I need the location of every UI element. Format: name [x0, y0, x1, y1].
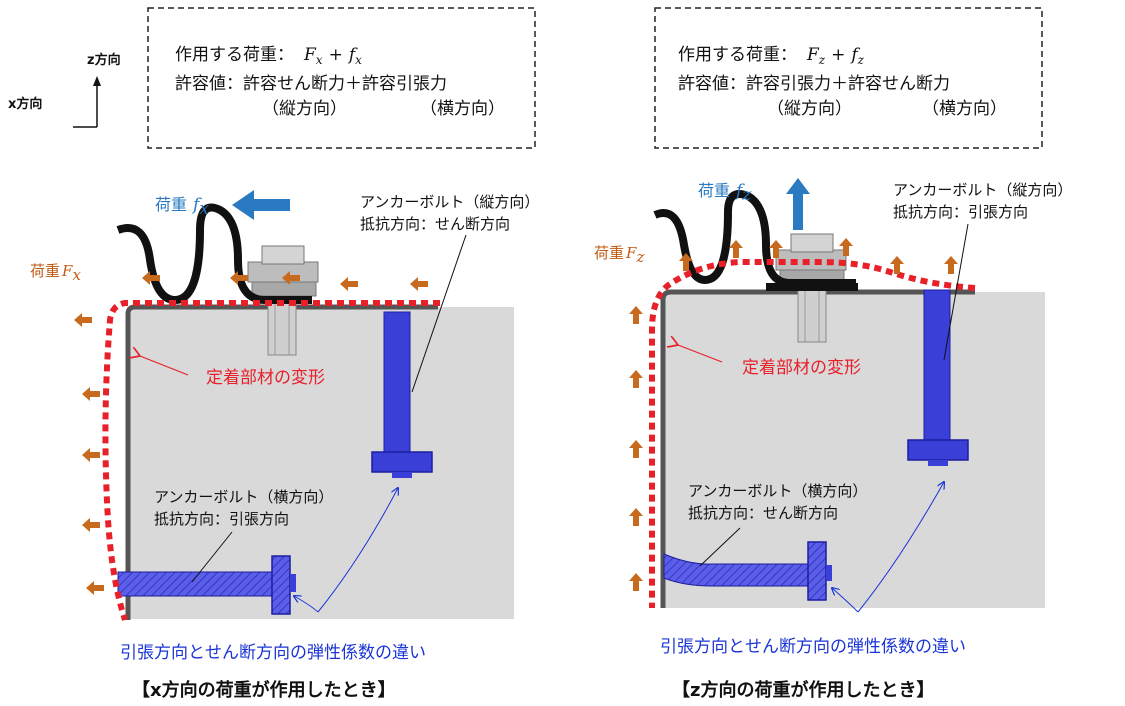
left-info-box: [147, 7, 536, 149]
left-panel: 作用する荷重： Fx+fx 許容値：許容せん断力＋許容引張力 （縦方向） （横方…: [30, 7, 539, 701]
right-vertical-note: （縦方向）: [767, 99, 852, 119]
left-angle-plate: [125, 304, 438, 620]
left-deformation-label: 定着部材の変形: [206, 368, 325, 388]
left-concrete-block: [128, 307, 514, 619]
anchor-bolt-icon: [907, 289, 969, 466]
leader-arrow-icon: [140, 356, 189, 376]
anchor-bolt-icon: [371, 311, 433, 478]
right-load-line: 作用する荷重：: [678, 45, 797, 65]
anchor-bolt-icon: [117, 555, 296, 615]
left-bolt-vertical-resist: 抵抗方向：せん断方向: [360, 215, 510, 233]
right-concrete-block: [663, 292, 1045, 608]
right-bolt-vertical-resist: 抵抗方向：引張方向: [893, 203, 1028, 221]
wavy-cable-icon: [653, 190, 856, 287]
left-bolt-vertical-title: アンカーボルト（縦方向）: [360, 193, 539, 211]
dashed-deformation-line-icon: [102, 300, 440, 621]
right-load-expression: Fz+fz: [806, 45, 865, 67]
left-load-line: 作用する荷重：: [175, 45, 294, 65]
load-arrow-icon: [232, 190, 290, 220]
leader-arrow-icon: [857, 482, 944, 613]
right-deformation-label: 定着部材の変形: [742, 358, 861, 378]
leader-arrow-icon: [678, 345, 723, 363]
leader-arrow-icon: [317, 488, 398, 613]
right-panel: 作用する荷重： Fz+fz 許容値：許容引張力＋許容せん断力 （縦方向） （横方…: [594, 7, 1072, 701]
right-allowable-line: 許容値：許容引張力＋許容せん断力: [678, 74, 950, 94]
axis-z-label: z方向: [87, 52, 121, 68]
right-bolt-horizontal-title: アンカーボルト（横方向）: [688, 482, 867, 500]
left-vertical-leader: [411, 234, 467, 393]
right-horizontal-leader: [699, 527, 741, 567]
wavy-cable-icon: [116, 203, 312, 304]
axis-arrows-icon: [73, 76, 101, 128]
axis-x-label: x方向: [8, 96, 42, 112]
left-horizontal-leader: [191, 531, 233, 583]
right-horizontal-note: （横方向）: [922, 99, 1007, 119]
dashed-deformation-line-icon: [649, 259, 976, 608]
left-load-expression: Fx+fx: [303, 45, 362, 67]
leader-arrow-icon: [294, 596, 319, 613]
right-vertical-leader: [943, 223, 969, 361]
left-elastic-note: 引張方向とせん断方向の弾性係数の違い: [120, 643, 426, 663]
leader-arrow-icon: [832, 588, 859, 613]
left-horizontal-note: （横方向）: [420, 99, 505, 119]
right-elastic-note: 引張方向とせん断方向の弾性係数の違い: [660, 637, 966, 657]
right-bolt-horizontal-resist: 抵抗方向：せん断方向: [688, 504, 838, 522]
anchor-bolt-icon: [663, 541, 832, 601]
right-info-box: [654, 7, 1043, 149]
right-bolt-vertical-title: アンカーボルト（縦方向）: [893, 181, 1072, 199]
left-allowable-line: 許容値：許容せん断力＋許容引張力: [175, 74, 447, 94]
right-caption: 【z方向の荷重が作用したとき】: [672, 679, 934, 701]
left-bolt-horizontal-title: アンカーボルト（横方向）: [154, 488, 333, 506]
left-bolt-horizontal-resist: 抵抗方向：引張方向: [154, 510, 289, 528]
left-caption: 【x方向の荷重が作用したとき】: [132, 679, 396, 701]
load-arrow-icon: [786, 178, 810, 230]
left-vertical-note: （縦方向）: [262, 99, 347, 119]
right-angle-plate: [660, 289, 975, 608]
